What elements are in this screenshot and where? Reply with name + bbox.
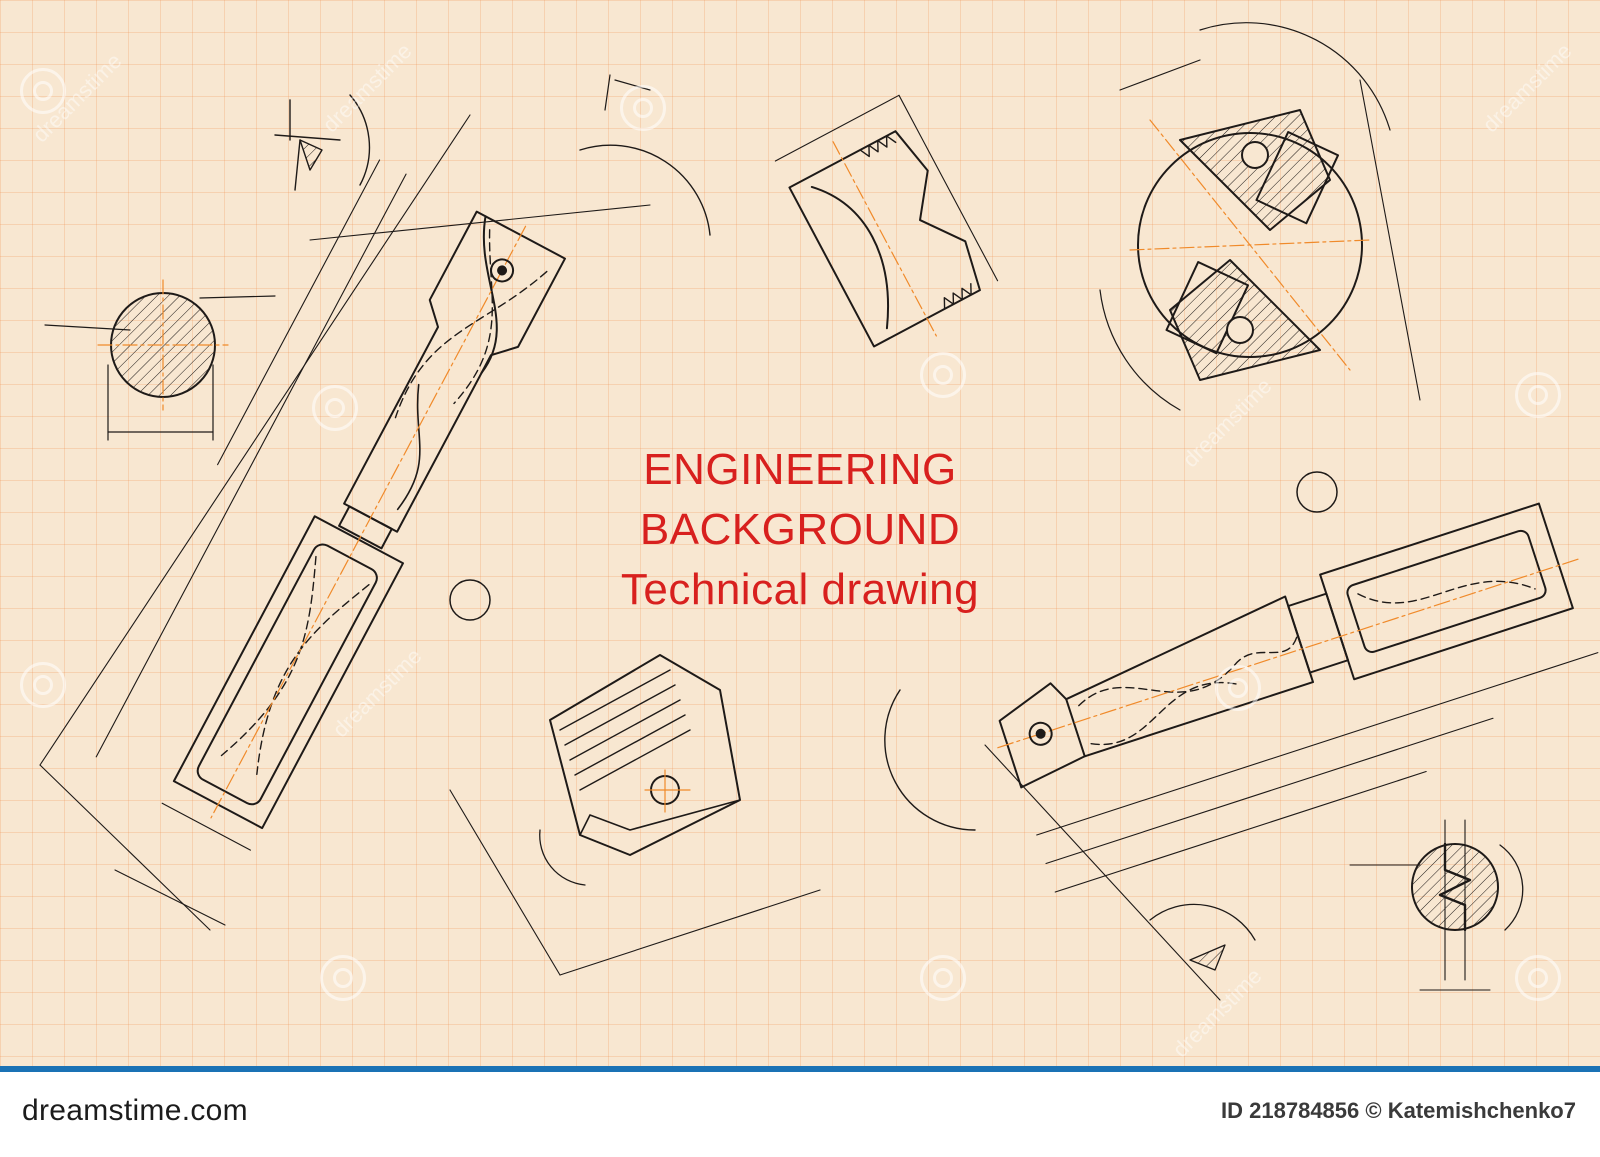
watermark-logo-icon [920,955,966,1001]
drill-left [95,159,566,851]
watermark-logo-icon [1515,955,1561,1001]
small-section-view [1349,819,1524,991]
watermark-logo-icon [1515,372,1561,418]
watermark-logo-icon [20,68,66,114]
engineering-sketches [39,22,1599,1001]
site-logo[interactable]: dreamstime.com [22,1094,248,1127]
headline-background: BACKGROUND [639,505,961,554]
insert-block [449,654,821,976]
footer-accent-bar [0,1066,1600,1072]
right-section-view [1099,22,1421,411]
left-section-view [44,279,276,441]
angle-detail-top-left [274,94,371,191]
watermark-logo-icon [320,955,366,1001]
technical-drawing-canvas: dreamstime dreamstime dreamstime dreamst… [0,0,1600,1066]
watermark-logo-icon [1215,665,1261,711]
headline-engineering: ENGINEERING [643,445,957,494]
stock-footer: dreamstime.com ID 218784856 © Katemishch… [0,1066,1600,1157]
watermark-logo-icon [20,662,66,708]
headline-technical-drawing: Technical drawing [620,565,980,614]
watermark-logo-icon [620,85,666,131]
image-id-credit: ID 218784856 © Katemishchenko7 [1221,1098,1576,1123]
watermark-logo-icon [312,385,358,431]
insert-profile-top [774,94,999,348]
drill-right [997,502,1599,893]
watermark-logo-icon [920,352,966,398]
